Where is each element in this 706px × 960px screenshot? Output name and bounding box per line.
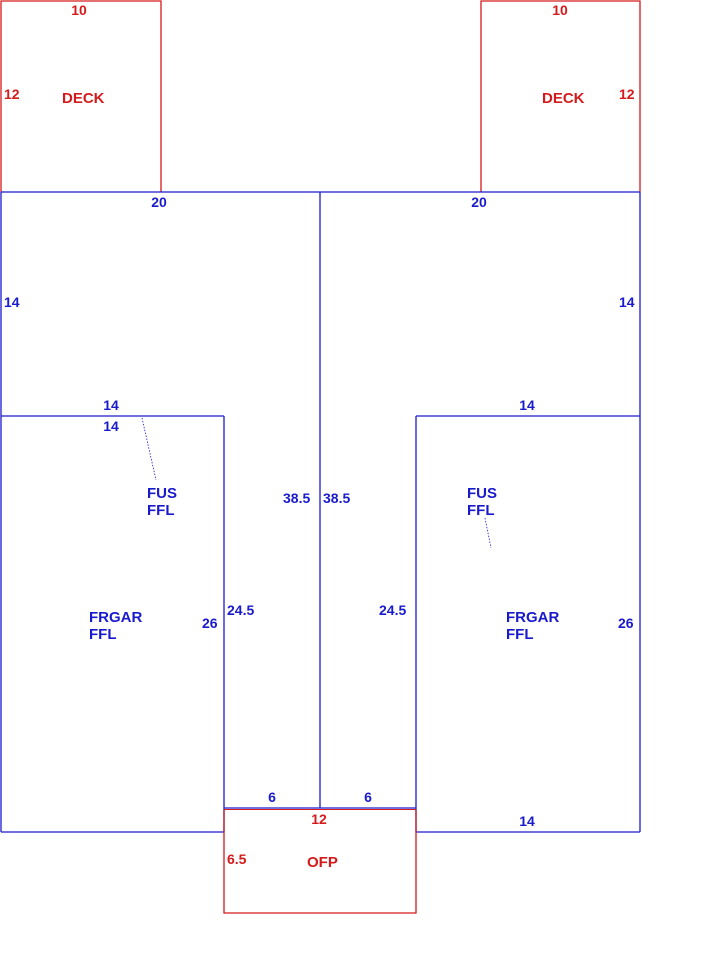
porch-outline bbox=[223, 809, 417, 914]
right-living-area-line2: FFL bbox=[467, 502, 495, 519]
left-deck bbox=[0, 0, 162, 192]
right-garage-bottom-dimension: 14 bbox=[519, 813, 535, 829]
inner-left-dimension: 24.5 bbox=[227, 602, 254, 618]
right-step-dimension: 14 bbox=[519, 397, 535, 413]
right-deck-width-label: 10 bbox=[552, 2, 568, 18]
porch-area-label: OFP bbox=[307, 854, 338, 871]
left-garage-top-dimension: 14 bbox=[103, 418, 119, 434]
left-garage-area-line1: FRGAR bbox=[89, 609, 142, 626]
center-left-dimension: 38.5 bbox=[283, 490, 310, 506]
right-living-area-line1: FUS bbox=[467, 485, 497, 502]
left-top-dimension: 20 bbox=[151, 194, 167, 210]
right-deck-area-label: DECK bbox=[542, 90, 585, 107]
left-living-leader bbox=[141, 417, 157, 481]
right-deck bbox=[480, 0, 641, 192]
inner-right-dimension: 24.5 bbox=[379, 602, 406, 618]
right-side-dimension: 14 bbox=[619, 294, 635, 310]
left-garage-area-line2: FFL bbox=[89, 626, 117, 643]
center-right-dimension: 38.5 bbox=[323, 490, 350, 506]
bottom-right-dimension: 6 bbox=[364, 789, 372, 805]
right-garage-side-dimension: 26 bbox=[618, 615, 634, 631]
bottom-left-dimension: 6 bbox=[268, 789, 276, 805]
left-garage-side-dimension: 26 bbox=[202, 615, 218, 631]
right-living-leader bbox=[484, 517, 492, 549]
left-deck-width-label: 10 bbox=[71, 2, 87, 18]
porch-width-label: 12 bbox=[311, 811, 327, 827]
main-building-outline bbox=[0, 191, 641, 833]
right-deck-depth-label: 12 bbox=[619, 86, 635, 102]
right-garage-area-line1: FRGAR bbox=[506, 609, 559, 626]
porch-depth-label: 6.5 bbox=[227, 851, 247, 867]
left-step-dimension: 14 bbox=[103, 397, 119, 413]
left-deck-area-label: DECK bbox=[62, 90, 105, 107]
left-living-area-line1: FUS bbox=[147, 485, 177, 502]
right-top-dimension: 20 bbox=[471, 194, 487, 210]
left-living-area-line2: FFL bbox=[147, 502, 175, 519]
left-side-dimension: 14 bbox=[4, 294, 20, 310]
right-garage-area-line2: FFL bbox=[506, 626, 534, 643]
left-deck-depth-label: 12 bbox=[4, 86, 20, 102]
